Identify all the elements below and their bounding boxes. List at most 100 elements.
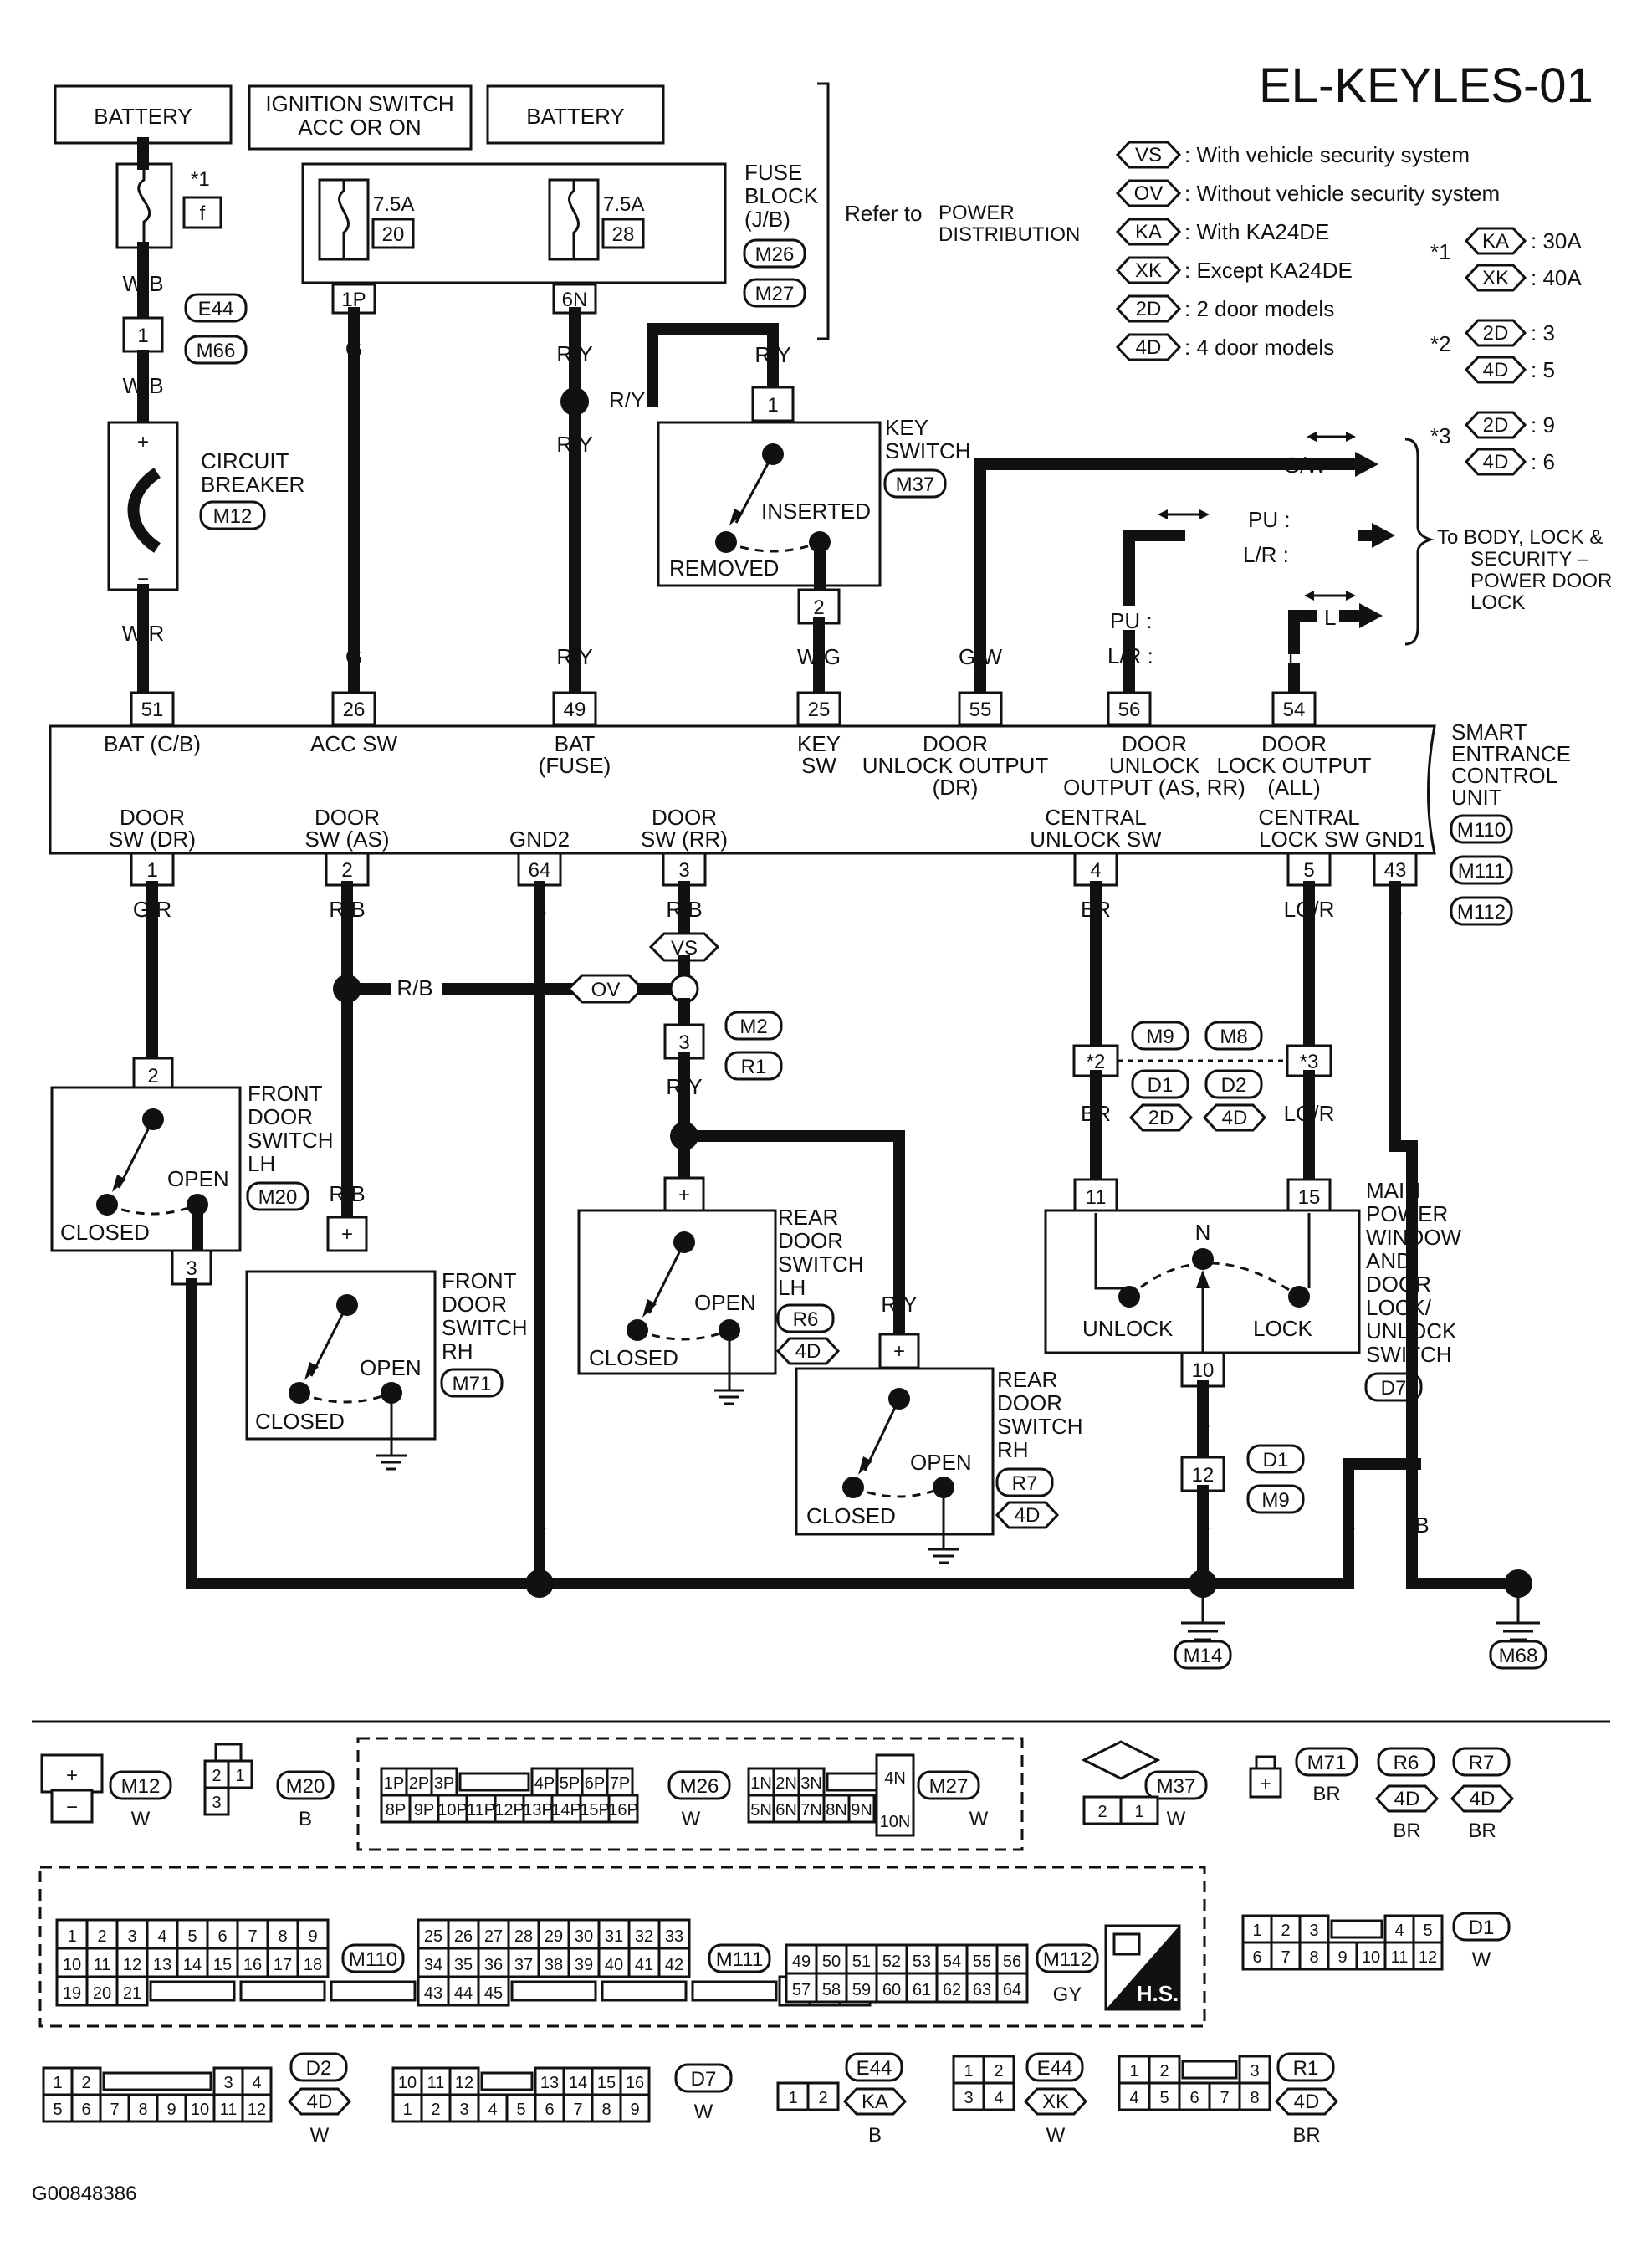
cv-d7-cell-0-0: 10 <box>398 2074 417 2092</box>
unit-bottom-label-4-2: UNLOCK SW <box>1030 827 1162 852</box>
cv-m26-cell-0-7: 7P <box>610 1774 630 1793</box>
ov-tag: OV <box>566 974 645 1004</box>
unit-top-label-56-3: OUTPUT (AS, RR) <box>1063 775 1245 800</box>
conn-r1: R1 <box>741 1056 767 1078</box>
cv-d1-color: W <box>1472 1948 1491 1971</box>
vs-tag: VS <box>648 932 720 962</box>
refer-to-label: Refer to <box>845 201 923 226</box>
cv-m20-color: B <box>299 1808 312 1830</box>
cv-d2-cell-1-4: 9 <box>166 2101 176 2119</box>
cv-r1-color: BR <box>1292 2124 1320 2147</box>
legend-text-vs: : With vehicle security system <box>1184 142 1470 167</box>
legend-note-tag-3-2d: 2D <box>1483 414 1509 437</box>
to-body-4: LOCK <box>1470 591 1525 614</box>
cv-m37-cell-0-0: 2 <box>1097 1803 1107 1821</box>
conn-m66-label: M66 <box>197 340 236 362</box>
cv-m110-cell-0-2: 3 <box>127 1927 136 1946</box>
cv-m111-cell-0-3: 28 <box>514 1927 533 1946</box>
rear-rh-closed: CLOSED <box>806 1503 896 1528</box>
fuse-block-label-1: FUSE <box>744 160 802 185</box>
cv-m111-cell-2-2: 45 <box>484 1984 503 2003</box>
unit-bottom-label-4-1: CENTRAL <box>1045 805 1146 830</box>
unit-top-label-55-1: DOOR <box>923 731 988 756</box>
legend-text-xk: : Except KA24DE <box>1184 258 1353 283</box>
wire-ry-4: R/Y <box>556 644 592 669</box>
legend-text-ov: : Without vehicle security system <box>1184 181 1500 206</box>
front-rh-conn: M71 <box>453 1373 492 1395</box>
cv-m112-cell-0-2: 51 <box>852 1953 871 1971</box>
cv-m26-conn: M26 <box>680 1775 719 1798</box>
cv-m27-cell-0-0: 1N <box>750 1774 772 1793</box>
unit-top-label-56-2: UNLOCK <box>1109 753 1200 778</box>
front-rh-open: OPEN <box>360 1355 422 1380</box>
fuse-28-amp: 7.5A <box>603 193 644 216</box>
front-lh-pin-top: 2 <box>147 1065 158 1088</box>
junction-d1: D1 <box>1148 1074 1174 1097</box>
cv-m111-conn: M111 <box>716 1948 763 1971</box>
legend-tag-xk: XK <box>1135 259 1162 282</box>
fuse-28-num: 28 <box>612 223 635 246</box>
rear-rh-conn: R7 <box>1012 1472 1038 1495</box>
cv-d2-cell-0-0: 1 <box>53 2074 62 2092</box>
pw-unlock: UNLOCK <box>1082 1316 1174 1341</box>
wire-rb-3: R/B <box>329 1181 365 1206</box>
cv-m110-cell-0-3: 4 <box>157 1927 166 1946</box>
cv-e44xk-conn: E44 <box>1037 2057 1073 2080</box>
cv-m110-cell-0-1: 2 <box>97 1927 106 1946</box>
junction-2d: 2D <box>1148 1107 1174 1129</box>
unit-conn-m112: M112 <box>1457 901 1506 924</box>
unit-conn-m110: M110 <box>1457 819 1506 842</box>
wire-rb-2: R/B <box>396 975 432 1001</box>
hs-label: H.S. <box>1137 1981 1179 2006</box>
legend-note-val-2-1: : 3 <box>1531 320 1555 345</box>
unit-label-2: ENTRANCE <box>1451 741 1571 766</box>
main-power-window-switch: 11 15 N UNLOCK LOCK 10 MAIN POWER WINDOW… <box>1044 1178 1462 1402</box>
cv-d1-cell-1-4: 10 <box>1362 1948 1380 1967</box>
unit-top-pin-51: 51 <box>141 699 164 721</box>
cv-m111-cell-0-4: 29 <box>545 1927 563 1946</box>
cv-m112-cell-0-5: 54 <box>943 1953 961 1971</box>
connector-view-d2: D2 4D W <box>287 2052 352 2147</box>
rear-rh-label-3: SWITCH <box>997 1414 1083 1439</box>
wire-b-6: B <box>1341 1512 1355 1538</box>
cv-m71-color: BR <box>1312 1783 1340 1805</box>
unit-bottom-label-3-2: SW (RR) <box>641 827 728 852</box>
cv-d2-tag: 4D <box>307 2091 333 2113</box>
cv-m110-cell-0-8: 9 <box>308 1927 317 1946</box>
cv-r1-cell-1-3: 7 <box>1220 2089 1229 2107</box>
front-rh-label-3: SWITCH <box>442 1315 528 1340</box>
to-body-2: SECURITY – <box>1470 548 1589 571</box>
cv-m111-cell-0-6: 31 <box>605 1927 623 1946</box>
unit-top-label-54-2: LOCK OUTPUT <box>1217 753 1372 778</box>
connector-view-r1: R1 4D BR <box>1274 2052 1339 2147</box>
wire-wg: W/G <box>797 644 841 669</box>
cv-m27-cell-0-1: 2N <box>775 1774 797 1793</box>
pw-label-4: AND <box>1366 1248 1412 1273</box>
cv-d7-cell-0-2: 12 <box>455 2074 473 2092</box>
cv-d2-cell-1-7: 12 <box>248 2101 266 2119</box>
cv-r1-conn: R1 <box>1293 2057 1319 2080</box>
wire-g-1: G <box>345 336 362 361</box>
cv-m26b-cell-0-6: 14P <box>551 1801 581 1820</box>
ground-m68: M68 <box>1489 1569 1547 1670</box>
cv-d2-cell-0-1: 2 <box>81 2074 90 2092</box>
unit-bottom-pin-4: 4 <box>1090 859 1101 882</box>
legend-note-tag-2-2d: 2D <box>1483 322 1509 345</box>
unit-top-label-49-2: (FUSE) <box>539 753 611 778</box>
cv-m111-cell-0-0: 25 <box>424 1927 442 1946</box>
cb-label-1: CIRCUIT <box>201 448 289 473</box>
cv-m110-cell-0-6: 7 <box>248 1927 257 1946</box>
legend-note-mark-3: *3 <box>1430 423 1451 448</box>
cv-d1-cell-0-5: 5 <box>1423 1922 1432 1940</box>
cv-m26-cell-0-5: 5P <box>560 1774 580 1793</box>
rear-lh-label-4: LH <box>778 1275 806 1300</box>
wire-ry-1: R/Y <box>556 341 592 366</box>
cv-m111-cell-0-2: 27 <box>484 1927 503 1946</box>
cv-m111-cell-1-8: 42 <box>665 1956 683 1974</box>
connector-view-m26: M26 W <box>667 1770 731 1830</box>
legend-text-4d: : 4 door models <box>1184 335 1334 360</box>
cv-m110-cell-1-4: 14 <box>183 1956 202 1974</box>
legend-note-mark-2: *2 <box>1430 331 1451 356</box>
cv-d2-conn: D2 <box>306 2057 332 2080</box>
